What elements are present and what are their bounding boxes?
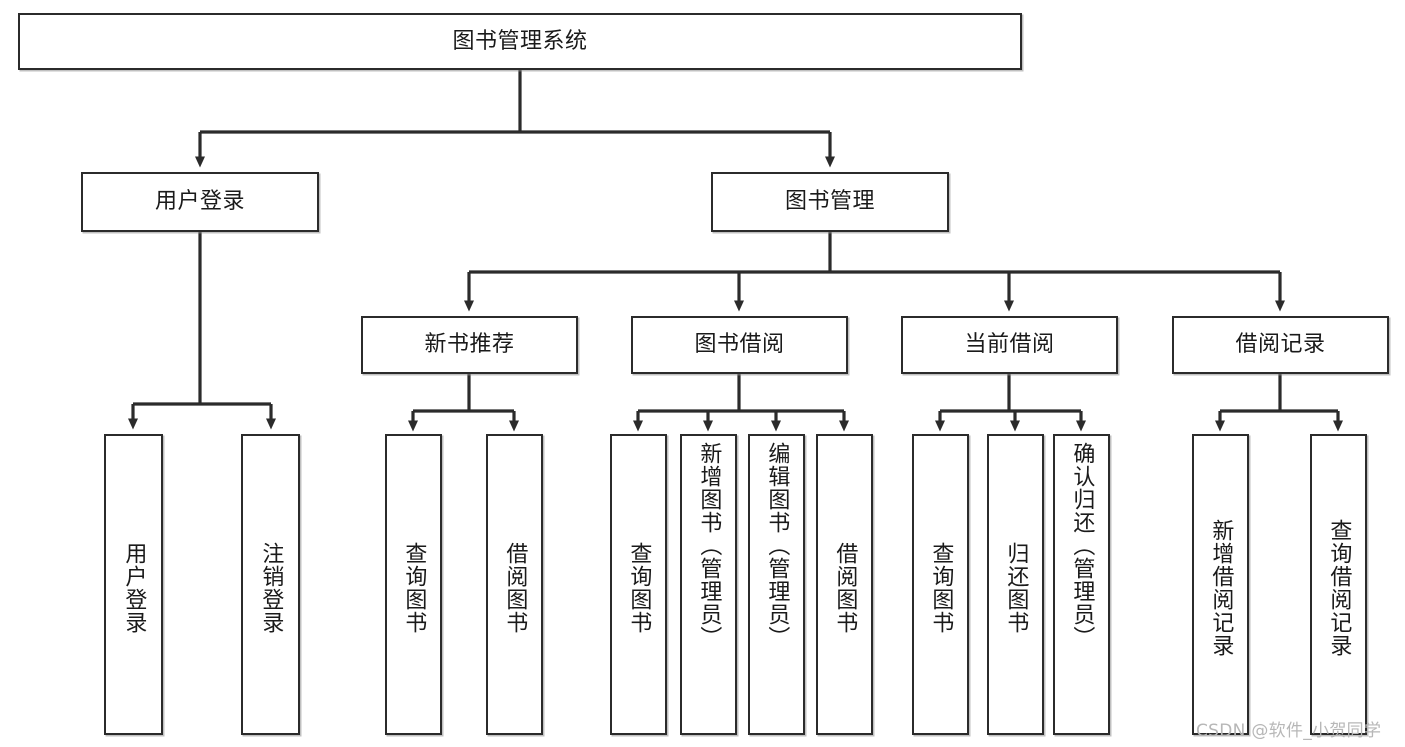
leaf-query-book-current[interactable]: 查询图书 <box>912 434 969 735</box>
leaf-return-book[interactable]: 归还图书 <box>987 434 1044 735</box>
leaf-edit-book-admin[interactable]: 编辑图书（管理员） <box>748 434 805 735</box>
node-label: 借阅图书 <box>832 541 858 634</box>
node-label: 查询图书 <box>401 541 427 634</box>
leaf-add-book-admin[interactable]: 新增图书（管理员） <box>680 434 737 735</box>
node-label: 新增借阅记录 <box>1208 518 1234 657</box>
leaf-user-logout[interactable]: 注销登录 <box>241 434 300 735</box>
leaf-borrow-book[interactable]: 借阅图书 <box>816 434 873 735</box>
leaf-query-book-new-rec[interactable]: 查询图书 <box>385 434 442 735</box>
leaf-borrow-book-new-rec[interactable]: 借阅图书 <box>486 434 543 735</box>
leaf-confirm-return-admin[interactable]: 确认归还（管理员） <box>1053 434 1110 735</box>
node-label: 图书管理 <box>784 189 875 214</box>
leaf-query-borrow-record[interactable]: 查询借阅记录 <box>1310 434 1367 735</box>
leaf-query-book-borrow[interactable]: 查询图书 <box>610 434 667 735</box>
node-current-borrow[interactable]: 当前借阅 <box>901 316 1118 374</box>
node-label: 用户登录 <box>154 189 245 214</box>
node-label: 借阅记录 <box>1235 332 1326 357</box>
node-label: 图书管理系统 <box>452 28 588 54</box>
node-user-login[interactable]: 用户登录 <box>81 172 319 232</box>
node-label: 查询图书 <box>626 541 652 634</box>
node-label: 新书推荐 <box>424 332 515 357</box>
node-label: 查询借阅记录 <box>1326 518 1352 657</box>
leaf-add-borrow-record[interactable]: 新增借阅记录 <box>1192 434 1249 735</box>
leaf-user-login[interactable]: 用户登录 <box>104 434 163 735</box>
node-label: 当前借阅 <box>964 332 1055 357</box>
node-label: 查询图书 <box>928 541 954 634</box>
node-label: 归还图书 <box>1003 541 1029 634</box>
node-book-manage[interactable]: 图书管理 <box>711 172 949 232</box>
node-label: 图书借阅 <box>694 332 785 357</box>
node-label: 注销登录 <box>258 541 284 634</box>
node-label: 编辑图书（管理员） <box>764 442 790 649</box>
node-new-book-recommend[interactable]: 新书推荐 <box>361 316 578 374</box>
node-borrow-record[interactable]: 借阅记录 <box>1172 316 1389 374</box>
node-label: 借阅图书 <box>502 541 528 634</box>
node-label: 确认归还（管理员） <box>1069 442 1095 649</box>
node-label: 新增图书（管理员） <box>696 442 722 649</box>
node-root-system[interactable]: 图书管理系统 <box>18 13 1022 70</box>
node-label: 用户登录 <box>121 541 147 634</box>
node-book-borrow[interactable]: 图书借阅 <box>631 316 848 374</box>
